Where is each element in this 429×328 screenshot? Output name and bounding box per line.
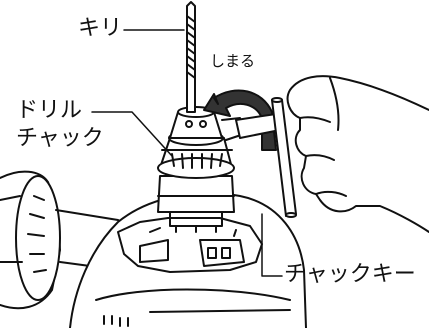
- label-drill-chuck-line1: ドリル: [16, 98, 83, 123]
- label-tighten: しまる: [210, 52, 256, 70]
- label-drill-bit: キリ: [78, 16, 123, 41]
- drill-body: [69, 192, 307, 328]
- leader-lines: [91, 29, 283, 277]
- drill-bit: [186, 1, 196, 113]
- leader-drill-chuck: [91, 111, 173, 157]
- label-drill-chuck-line2: チャック: [16, 126, 104, 151]
- chuck-collar: [157, 175, 235, 227]
- drill-chuck: [157, 106, 245, 179]
- label-chuck-key: チャックキー: [284, 262, 416, 287]
- hand: [286, 75, 429, 233]
- leader-chuck-key: [261, 213, 283, 277]
- chuck-key: [235, 97, 297, 218]
- side-handle: [0, 170, 151, 310]
